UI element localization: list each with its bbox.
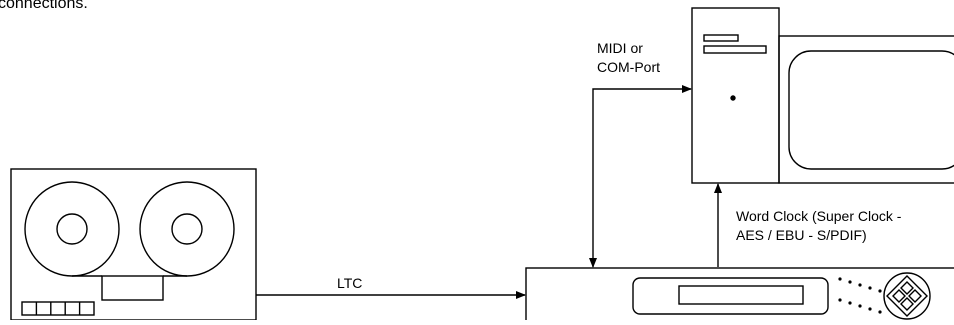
rack-indicator-leds xyxy=(838,277,881,313)
rack-display-window xyxy=(679,286,803,304)
left-reel xyxy=(25,182,119,276)
wordclock-label-line-2: AES / EBU - S/PDIF) xyxy=(736,226,901,245)
monitor-body xyxy=(779,36,954,183)
pc-power-led xyxy=(731,96,735,100)
transport-buttons xyxy=(22,302,94,315)
wordclock-label: Word Clock (Super Clock - AES / EBU - S/… xyxy=(736,207,901,245)
connection-lines xyxy=(256,89,718,295)
midi-label-line-2: COM-Port xyxy=(597,58,660,77)
tape-head-block xyxy=(102,276,163,300)
pc-drive-slot-2 xyxy=(704,46,766,53)
midi-label-line-1: MIDI or xyxy=(597,39,660,58)
rack-jog-wheel-icon xyxy=(884,273,930,319)
tape-machine-icon xyxy=(11,169,256,320)
computer-icon xyxy=(692,8,954,183)
midi-com-connection xyxy=(593,89,691,267)
right-reel xyxy=(140,182,234,276)
left-reel-hub xyxy=(57,214,87,244)
pc-drive-slot-1 xyxy=(704,35,738,41)
ltc-label: LTC xyxy=(337,274,362,293)
intro-text: connections. xyxy=(0,0,88,13)
right-reel-hub xyxy=(172,214,202,244)
pc-tower xyxy=(692,8,779,183)
tape-machine-body xyxy=(11,169,256,320)
rack-display-bezel xyxy=(633,278,828,314)
midi-com-label: MIDI or COM-Port xyxy=(597,39,660,77)
monitor-screen xyxy=(789,51,954,169)
wordclock-label-line-1: Word Clock (Super Clock - xyxy=(736,207,901,226)
rack-unit-icon xyxy=(526,268,954,320)
